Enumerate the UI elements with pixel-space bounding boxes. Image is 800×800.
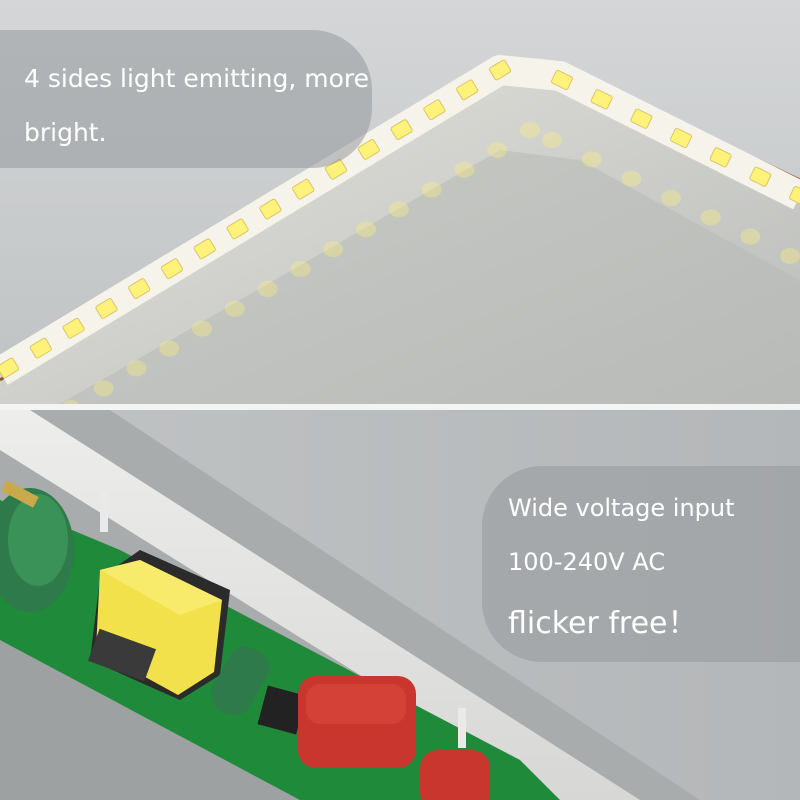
led-chip bbox=[390, 119, 413, 141]
led-chip bbox=[357, 139, 380, 160]
led-chip bbox=[488, 59, 512, 81]
red-capacitor-2 bbox=[420, 750, 490, 800]
driver-board-photo bbox=[0, 410, 800, 800]
caption-bubble-top bbox=[0, 30, 372, 168]
caption-top-line1: 4 sides light emitting, more bbox=[24, 64, 369, 93]
ic-chip bbox=[257, 685, 307, 735]
housing-tab bbox=[458, 708, 466, 748]
transformer bbox=[87, 550, 230, 700]
led-reflection bbox=[740, 228, 761, 245]
caption-bottom-line1: Wide voltage input bbox=[508, 494, 735, 522]
led-chip bbox=[670, 127, 692, 149]
led-strip-photo bbox=[0, 0, 800, 404]
led-reflection bbox=[454, 161, 475, 178]
led-chip bbox=[749, 166, 772, 187]
led-chip bbox=[292, 178, 315, 200]
led-reflection bbox=[487, 141, 508, 158]
led-reflection bbox=[159, 340, 180, 357]
led-chip bbox=[29, 337, 52, 359]
led-reflection bbox=[323, 241, 344, 258]
led-reflection bbox=[62, 400, 80, 404]
led-chip bbox=[456, 79, 479, 101]
led-reflection bbox=[421, 181, 442, 198]
led-chip bbox=[709, 147, 732, 168]
housing-tab bbox=[100, 492, 108, 532]
led-chip bbox=[226, 218, 249, 240]
led-reflection bbox=[257, 280, 278, 297]
led-reflection bbox=[224, 300, 245, 317]
led-chip bbox=[423, 99, 446, 121]
led-reflection bbox=[780, 248, 800, 264]
led-reflection bbox=[581, 151, 602, 168]
led-chip bbox=[0, 357, 20, 379]
driver-illustration bbox=[0, 410, 800, 800]
led-reflection bbox=[700, 209, 721, 226]
caption-bottom-line2: 100-240V AC bbox=[508, 548, 666, 576]
led-reflection bbox=[388, 201, 409, 218]
led-chip bbox=[160, 258, 184, 280]
led-reflection bbox=[126, 360, 147, 377]
led-chip bbox=[630, 108, 653, 129]
green-capacitor-left bbox=[0, 480, 74, 612]
led-chip bbox=[62, 317, 85, 339]
led-reflection bbox=[661, 190, 681, 206]
housing-wall-upper bbox=[0, 410, 640, 800]
led-chip bbox=[590, 89, 613, 110]
led-chip bbox=[193, 238, 216, 260]
led-chips bbox=[0, 59, 800, 379]
led-chip bbox=[259, 198, 282, 220]
caption-bottom-line3: flicker free！ bbox=[508, 606, 698, 641]
led-reflection bbox=[621, 170, 642, 187]
led-chip bbox=[551, 69, 573, 91]
led-reflection bbox=[93, 380, 114, 397]
led-chip bbox=[128, 278, 151, 299]
led-chip bbox=[789, 185, 800, 207]
caption-bubble-bottom bbox=[482, 466, 800, 662]
red-capacitor-1 bbox=[298, 676, 416, 768]
green-capacitor-small bbox=[210, 646, 270, 716]
led-reflection bbox=[520, 122, 540, 138]
led-chip bbox=[95, 297, 118, 319]
led-reflection bbox=[356, 221, 376, 238]
led-reflections bbox=[62, 122, 800, 404]
led-reflection bbox=[192, 320, 212, 337]
caption-top-line2: bright. bbox=[24, 118, 107, 147]
panel-recess bbox=[60, 150, 800, 404]
led-reflection bbox=[290, 261, 311, 278]
led-reflection bbox=[542, 132, 562, 148]
divider bbox=[0, 404, 800, 410]
